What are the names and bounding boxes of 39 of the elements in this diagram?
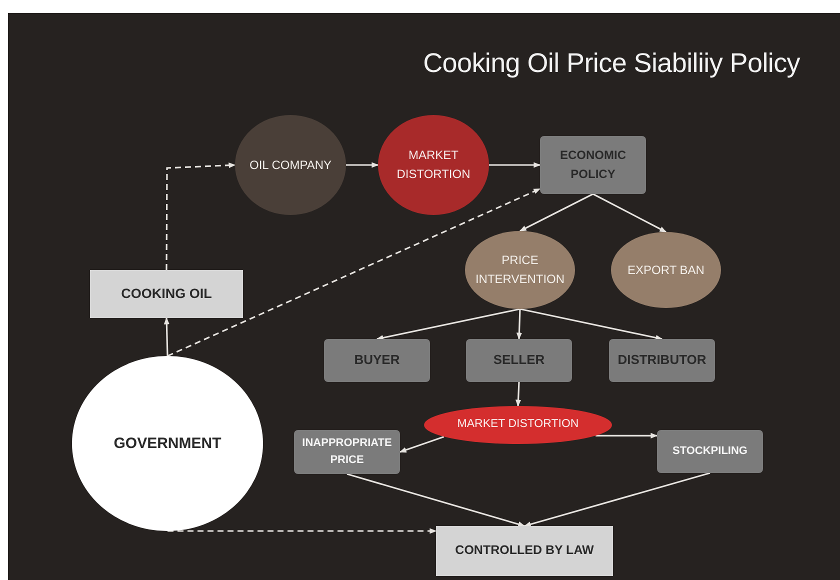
arrow bbox=[592, 193, 667, 233]
arrow bbox=[167, 188, 541, 357]
node-text: EXPORT BAN bbox=[628, 262, 704, 279]
process-box bbox=[466, 339, 572, 382]
arrow bbox=[515, 382, 522, 407]
process-box bbox=[540, 136, 646, 194]
arrow bbox=[376, 308, 520, 340]
node-text: OIL COMPANY bbox=[249, 156, 332, 174]
node-text: INAPPROPRIATE PRICE bbox=[301, 436, 393, 468]
arrow bbox=[166, 162, 236, 270]
process-box bbox=[436, 526, 613, 576]
node-text: MARKET DISTORTION bbox=[396, 147, 472, 183]
process-box bbox=[90, 270, 243, 318]
node-text: GOVERNMENT bbox=[114, 434, 222, 454]
node-text: STOCKPILING bbox=[672, 444, 748, 459]
node-text: COOKING OIL bbox=[121, 284, 212, 303]
arrow bbox=[520, 308, 663, 340]
arrow bbox=[168, 528, 437, 534]
arrow bbox=[596, 432, 658, 438]
arrow bbox=[524, 472, 710, 527]
node-text: ECONOMIC POLICY bbox=[559, 147, 627, 183]
arrow bbox=[346, 473, 526, 527]
node-text: BUYER bbox=[354, 351, 400, 370]
arrow bbox=[346, 162, 379, 168]
process-box bbox=[609, 339, 715, 382]
arrow bbox=[519, 193, 594, 232]
arrow bbox=[164, 317, 170, 356]
node-text: DISTRIBUTOR bbox=[618, 351, 706, 370]
process-box bbox=[324, 339, 430, 382]
arrow bbox=[516, 308, 522, 340]
node-text: MARKET DISTORTION bbox=[457, 417, 579, 432]
arrow bbox=[489, 162, 541, 168]
node-text: SELLER bbox=[493, 351, 545, 370]
title: Cooking Oil Price Siabiliiy Policy bbox=[422, 48, 800, 79]
arrow bbox=[399, 436, 444, 453]
node-text: CONTROLLED BY LAW bbox=[455, 542, 594, 560]
node-text: PRICE INTERVENTION bbox=[474, 252, 566, 288]
process-box bbox=[294, 430, 400, 474]
process-box bbox=[657, 430, 763, 473]
